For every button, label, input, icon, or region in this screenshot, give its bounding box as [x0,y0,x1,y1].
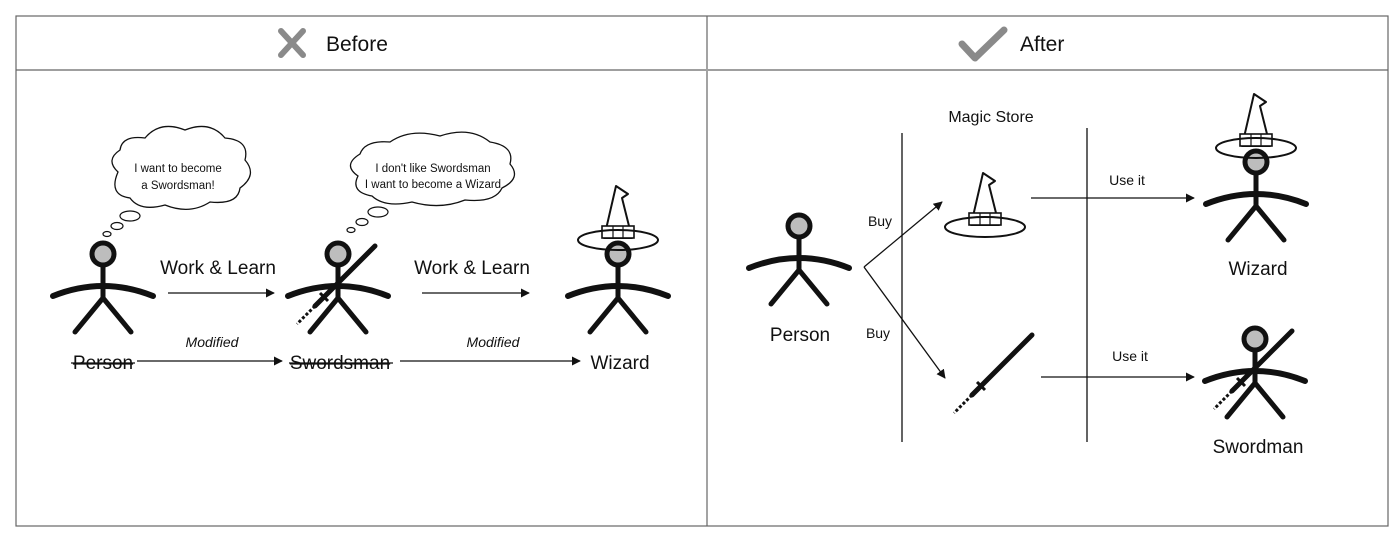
work-learn-label-1: Work & Learn [160,258,276,279]
swordsman-figure-before [288,243,388,332]
check-icon [958,26,1008,62]
thought-swordsman-line2: I want to become a Wizard [365,179,501,191]
wizard-label-after: Wizard [1228,259,1287,280]
swordman-label-after: Swordman [1213,437,1304,458]
buy-arrow-1 [863,201,943,268]
outer-frame [15,15,1389,527]
thought-cloud-swordsman: I don't like Swordsman I want to become … [346,131,516,234]
modified-label-1: Modified [186,334,240,350]
thought-cloud-person: I want to become a Swordsman! [102,125,252,238]
thought-person-line2: a Swordsman! [141,180,215,192]
cross-icon [278,28,306,58]
buy-label-1: Buy [868,213,892,229]
person-figure-before [53,243,153,332]
person-label-after: Person [770,325,830,346]
use-label-2: Use it [1112,348,1148,364]
thought-person-line1: I want to become [134,163,222,175]
after-header: After [1020,33,1064,56]
use-label-1: Use it [1109,172,1145,188]
swordman-figure-after [1205,328,1305,417]
buy-label-2: Buy [866,325,890,341]
work-learn-label-2: Work & Learn [414,258,530,279]
buy-arrow-2 [863,266,946,379]
person-figure-after [749,215,849,304]
wizard-label-before: Wizard [590,353,649,374]
hat-item [944,172,1026,238]
wizard-figure-after [1206,93,1306,240]
before-header: Before [326,33,388,56]
magic-store-label: Magic Store [948,109,1033,126]
thought-swordsman-line1: I don't like Swordsman [375,163,490,175]
wizard-figure-before [568,185,668,332]
sword-item [954,335,1032,413]
modified-label-2: Modified [467,334,521,350]
